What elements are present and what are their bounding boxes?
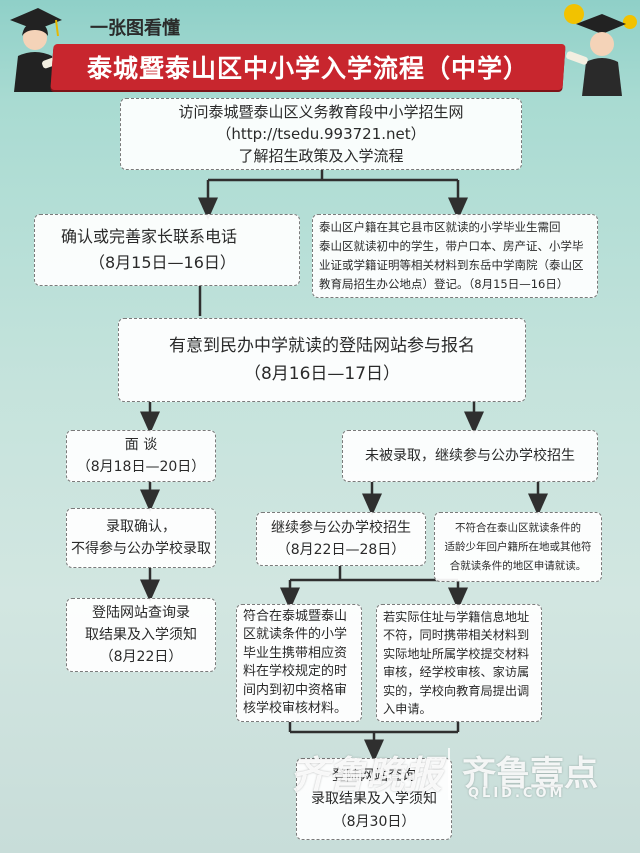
step-address-mismatch: 若实际住址与学籍信息地址 不符，同时携带相关材料到 实际地址所属学校提交材料 审… bbox=[376, 604, 542, 722]
step-interview: 面 谈 （8月18日—20日） bbox=[66, 430, 216, 482]
step-other-county-register: 泰山区户籍在其它县市区就读的小学毕业生需回 泰山区就读初中的学生，带户口本、房产… bbox=[312, 214, 598, 298]
step-check-result-aug30: 登陆网站查询 录取结果及入学须知 （8月30日） bbox=[296, 758, 452, 840]
watermark-divider bbox=[448, 748, 450, 800]
step-public-school-continue: 继续参与公办学校招生 （8月22日—28日） bbox=[256, 512, 426, 566]
step-private-school-registration: 有意到民办中学就读的登陆网站参与报名 （8月16日—17日） bbox=[118, 318, 526, 402]
step-not-qualified: 不符合在泰山区就读条件的 适龄少年回户籍所在地或其他符 合就读条件的地区申请就读… bbox=[434, 512, 602, 582]
step-not-admitted: 未被录取，继续参与公办学校招生 bbox=[342, 430, 598, 482]
page-title: 泰城暨泰山区中小学入学流程（中学） bbox=[86, 54, 529, 83]
step-admission-confirm: 录取确认， 不得参与公办学校录取 bbox=[66, 508, 216, 568]
graduate-girl-icon bbox=[10, 8, 62, 92]
step-qualified-submit: 符合在泰城暨泰山 区就读条件的小学 毕业生携带相应资 料在学校规定的时 间内到初… bbox=[236, 604, 362, 722]
site-watermark: QLID.COM bbox=[468, 786, 566, 801]
graduate-boy-icon bbox=[564, 4, 637, 96]
step-visit-website: 访问泰城暨泰山区义务教育段中小学招生网 （http://tsedu.993721… bbox=[120, 98, 522, 170]
step-check-result-aug22: 登陆网站查询录 取结果及入学须知 （8月22日） bbox=[66, 598, 216, 672]
brand-watermark: 齐鲁壹点 bbox=[462, 754, 598, 794]
newspaper-watermark: 齐鲁晚报 bbox=[290, 752, 443, 797]
header-subtitle: 一张图看懂 bbox=[90, 18, 180, 39]
step-confirm-phone: 确认或完善家长联系电话 （8月15日—16日） bbox=[34, 214, 300, 286]
